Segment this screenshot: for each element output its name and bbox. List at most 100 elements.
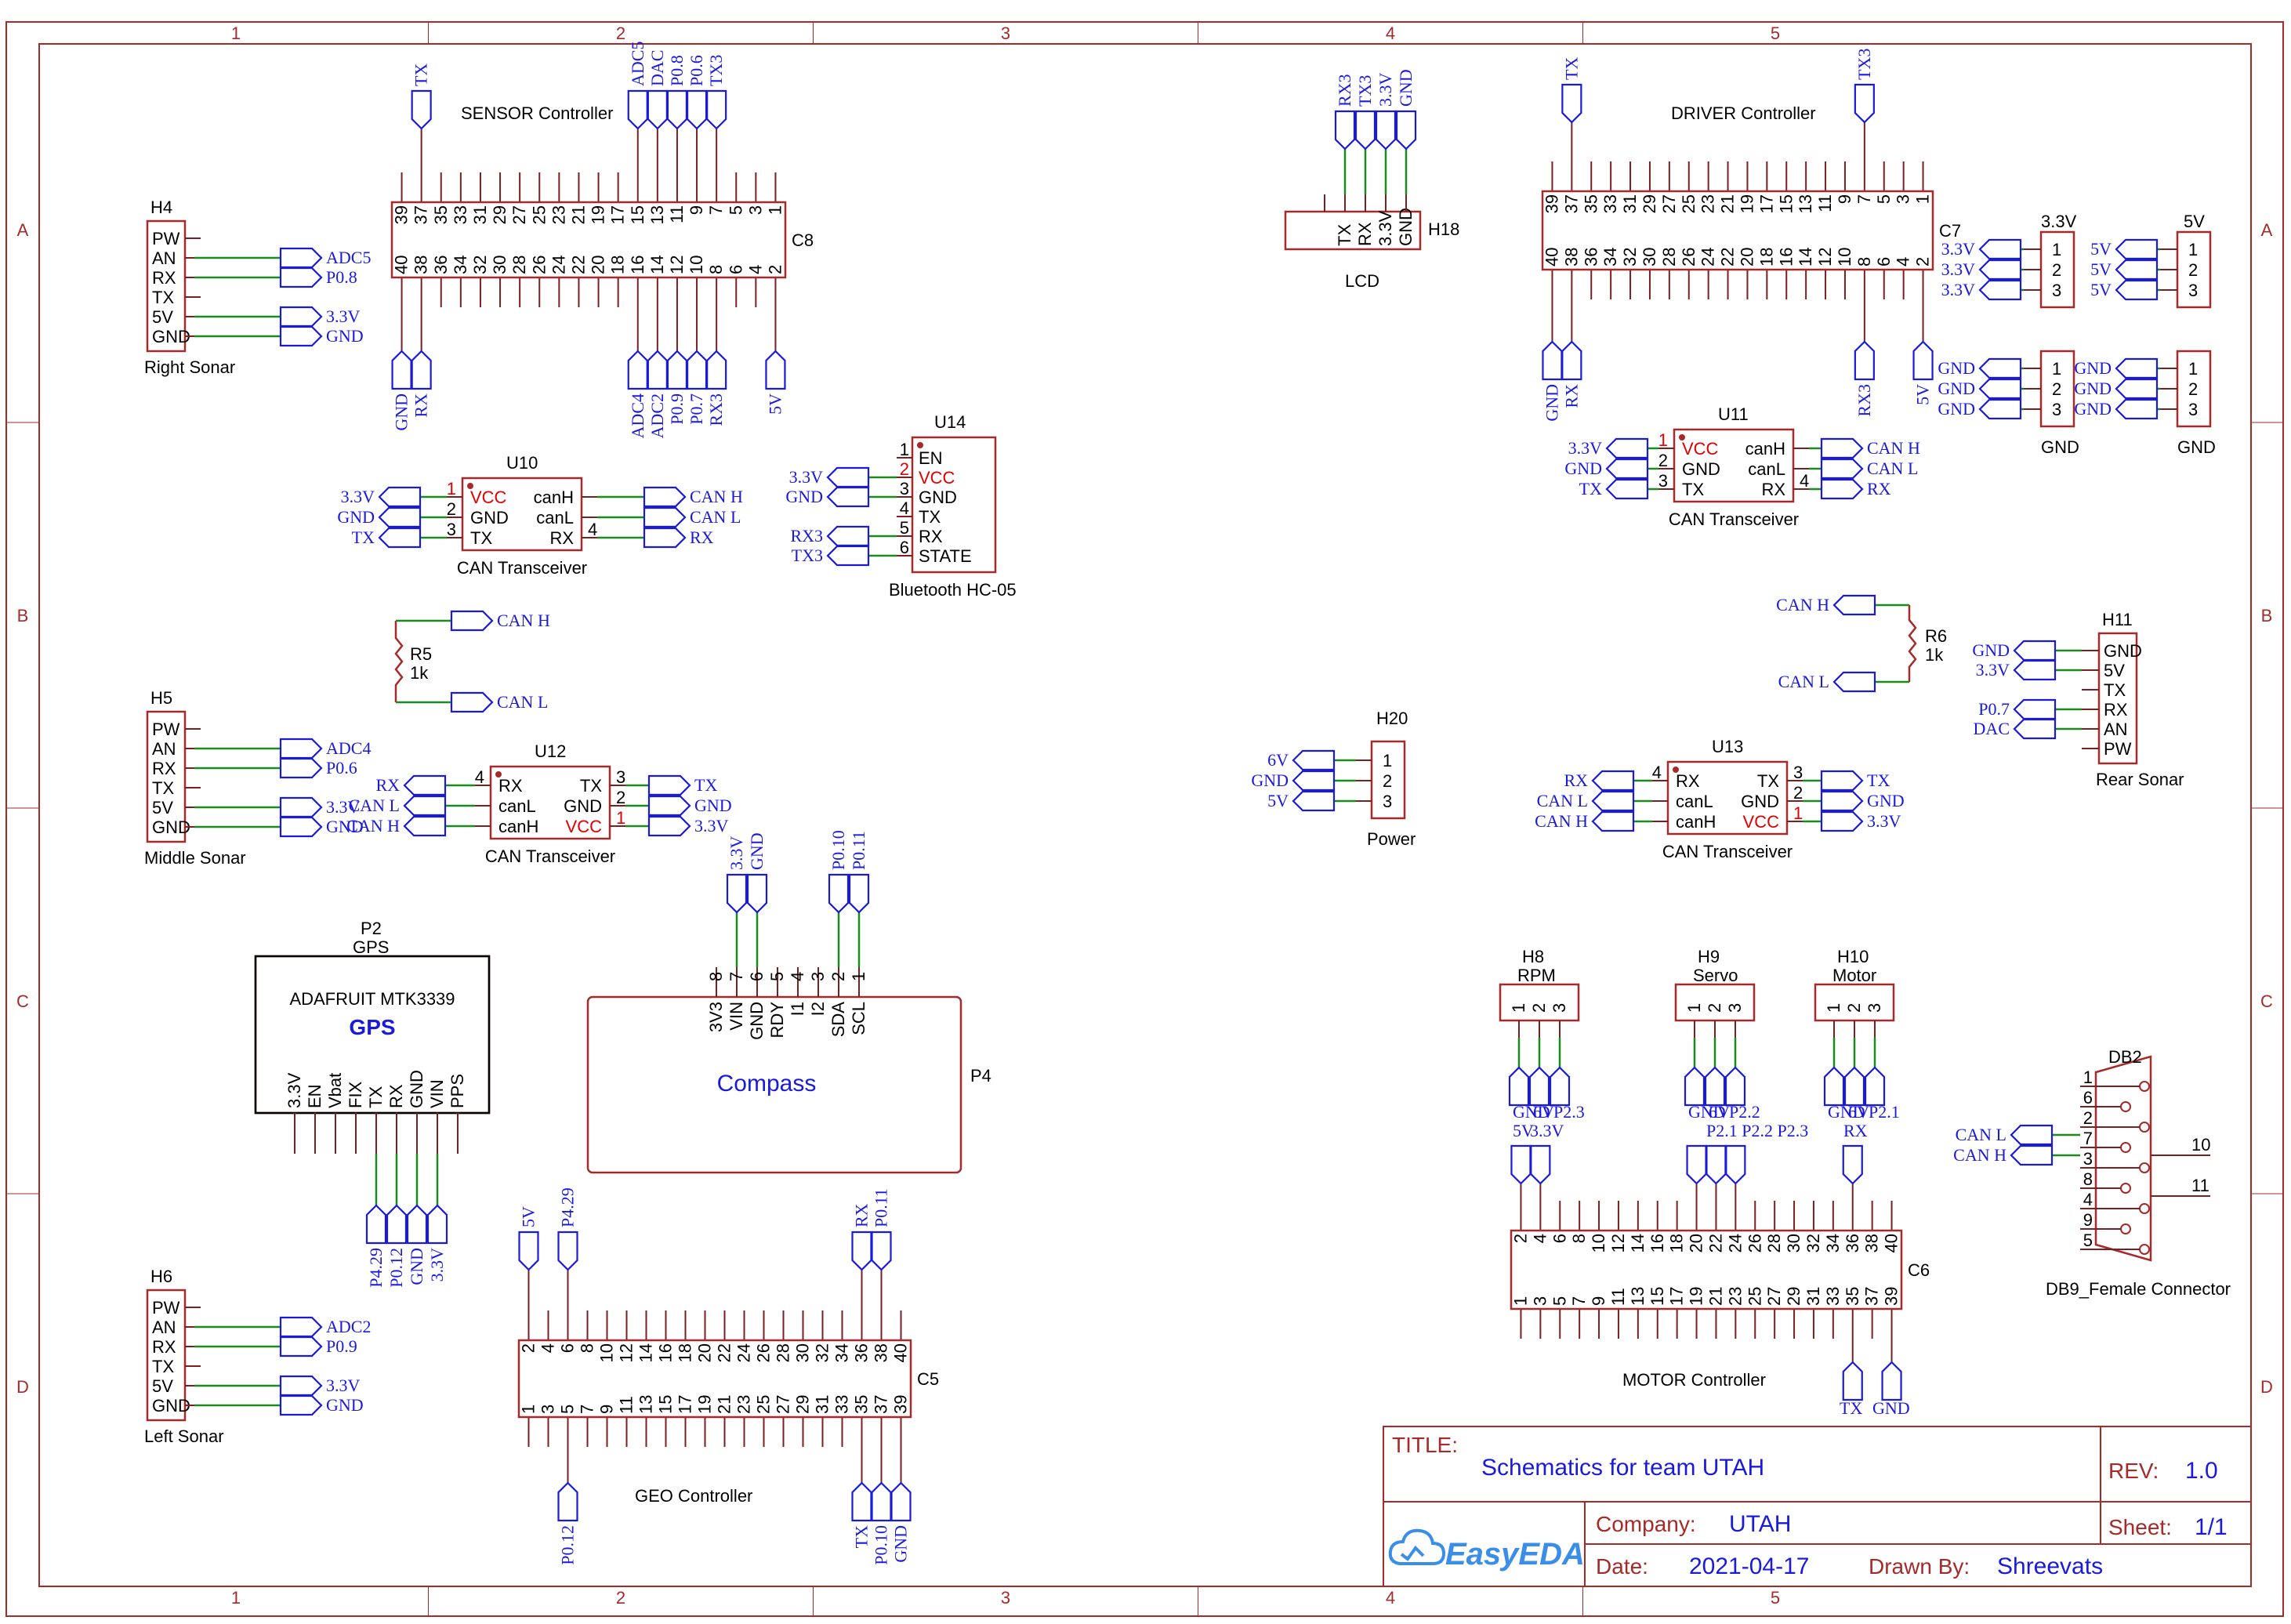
sonar-pin-label: TX bbox=[152, 288, 174, 307]
net-flag bbox=[686, 350, 708, 390]
ic-pin-number: 4 bbox=[900, 498, 909, 518]
ic-pin-label: RX bbox=[1761, 480, 1785, 499]
net-flag bbox=[828, 873, 850, 914]
net-label: GND bbox=[1395, 69, 1417, 150]
pin-number: 15 bbox=[1776, 194, 1796, 213]
net-flag bbox=[1832, 671, 1876, 693]
header-pin-label: 2 bbox=[1844, 1003, 1864, 1013]
rail-pin-label: 1 bbox=[2052, 240, 2061, 259]
ic-pin-label: TX bbox=[1757, 771, 1779, 791]
net-flag bbox=[1292, 749, 1336, 771]
net-name: TX3 bbox=[1854, 49, 1874, 80]
net-label: P0.6 bbox=[279, 757, 357, 779]
gps-pin-label: EN bbox=[305, 1084, 324, 1108]
ic-pin-label: RX bbox=[549, 528, 574, 548]
pin-number: 31 bbox=[1620, 194, 1640, 213]
power-name: Power bbox=[1367, 829, 1416, 849]
header-body bbox=[1510, 1229, 1903, 1310]
pin-number: 1 bbox=[519, 1405, 538, 1414]
ic-pin-number: 6 bbox=[900, 538, 909, 557]
compass-pin-label: I1 bbox=[788, 1002, 807, 1016]
net-name: 3.3V bbox=[1976, 660, 2010, 680]
net-name: 3.3V bbox=[694, 816, 729, 836]
net-name: TX bbox=[411, 63, 431, 86]
rail-pin-label: 3 bbox=[2188, 281, 2198, 300]
pin-number: 13 bbox=[636, 1395, 656, 1414]
net-label: CAN H bbox=[346, 815, 447, 837]
net-name: 5V bbox=[1913, 384, 1933, 405]
net-name: CAN L bbox=[1778, 672, 1829, 691]
pin-number: 16 bbox=[1648, 1234, 1667, 1252]
net-label: RX bbox=[1561, 340, 1582, 408]
net-flag bbox=[1854, 340, 1875, 381]
ic-pin-label: GND bbox=[470, 508, 509, 527]
resistor-value: 1k bbox=[410, 663, 429, 683]
pin-number: 38 bbox=[1862, 1234, 1882, 1252]
net-name: RX bbox=[1843, 1121, 1868, 1140]
net-label: P4.29 bbox=[365, 1204, 387, 1288]
net-flag bbox=[1561, 340, 1582, 381]
ic-pin-label: VCC bbox=[1682, 439, 1719, 459]
net-flag bbox=[403, 815, 447, 837]
sonar-name: Rear Sonar bbox=[2096, 770, 2184, 789]
gps-label: GPS bbox=[349, 1015, 395, 1039]
net-flag bbox=[826, 545, 870, 567]
net-label: GND bbox=[337, 506, 422, 528]
net-label bbox=[1508, 1066, 1530, 1107]
ic-pin-label: VCC bbox=[566, 817, 603, 836]
pin-number: 36 bbox=[431, 256, 451, 274]
net-flag bbox=[279, 266, 323, 288]
pin-number: 24 bbox=[549, 256, 568, 274]
net-name: CAN H bbox=[1535, 811, 1588, 831]
rail-pin-label: 2 bbox=[2052, 379, 2061, 399]
pin-number: 1 bbox=[765, 205, 785, 215]
rail-pin-label: 1 bbox=[2188, 240, 2198, 259]
pin-number: 7 bbox=[1854, 194, 1874, 204]
ic-pin-number: 1 bbox=[616, 808, 625, 828]
net-flag bbox=[279, 796, 323, 818]
net-name: CAN L bbox=[1867, 459, 1918, 478]
db9-pin-number: 1 bbox=[2083, 1068, 2093, 1087]
sensor-title: SENSOR Controller bbox=[461, 103, 613, 123]
net-name: GND bbox=[891, 1525, 911, 1563]
net-label: GND bbox=[1938, 378, 2022, 400]
pin-number: 14 bbox=[1628, 1234, 1648, 1252]
net-name: ADC4 bbox=[326, 738, 371, 758]
net-flag bbox=[647, 774, 691, 796]
ic-pin-label: GND bbox=[919, 488, 957, 507]
net-flag bbox=[666, 350, 688, 390]
ic-pin-label: RX bbox=[1676, 771, 1700, 791]
compass-pin-label: RDY bbox=[767, 1002, 787, 1039]
net-label bbox=[1684, 1066, 1706, 1107]
net-flag bbox=[643, 506, 687, 528]
net-flag bbox=[1820, 770, 1864, 792]
ic-pin-label: TX bbox=[1682, 480, 1704, 499]
schematic-content: 3940373835363334313229302728252623242122… bbox=[144, 42, 2231, 1565]
pin-number: 32 bbox=[813, 1343, 832, 1362]
compass-pin-number: 5 bbox=[767, 972, 787, 981]
net-name: ADC4 bbox=[628, 393, 647, 438]
easyeda-logo: EasyEDA bbox=[1388, 1528, 1585, 1571]
net-name: ADC5 bbox=[628, 42, 647, 86]
ic-pin-label: canH bbox=[1676, 812, 1716, 832]
net-name: GND bbox=[1251, 770, 1289, 790]
net-flag bbox=[1591, 810, 1635, 832]
pin-number: 39 bbox=[1882, 1287, 1901, 1306]
pin-number: 13 bbox=[1628, 1287, 1648, 1306]
net-name: 5V bbox=[1513, 1121, 1534, 1140]
net-name: P0.7 bbox=[1978, 699, 2010, 719]
net-flag bbox=[627, 89, 648, 130]
sonar-pin-label: PW bbox=[2104, 739, 2132, 759]
pin-number: 28 bbox=[1659, 248, 1679, 266]
sonar-pin-label: GND bbox=[152, 817, 190, 837]
net-label: 3.3V bbox=[1941, 238, 2022, 260]
pin-number: 11 bbox=[667, 205, 687, 223]
gps-pin-label: PPS bbox=[448, 1074, 467, 1108]
net-flag bbox=[746, 873, 768, 914]
header-body bbox=[1814, 983, 1895, 1022]
net-flag bbox=[848, 873, 870, 914]
net-flag bbox=[2013, 659, 2057, 681]
net-name: P2.1 bbox=[1869, 1102, 1900, 1122]
header-ref: H9 bbox=[1698, 947, 1720, 966]
